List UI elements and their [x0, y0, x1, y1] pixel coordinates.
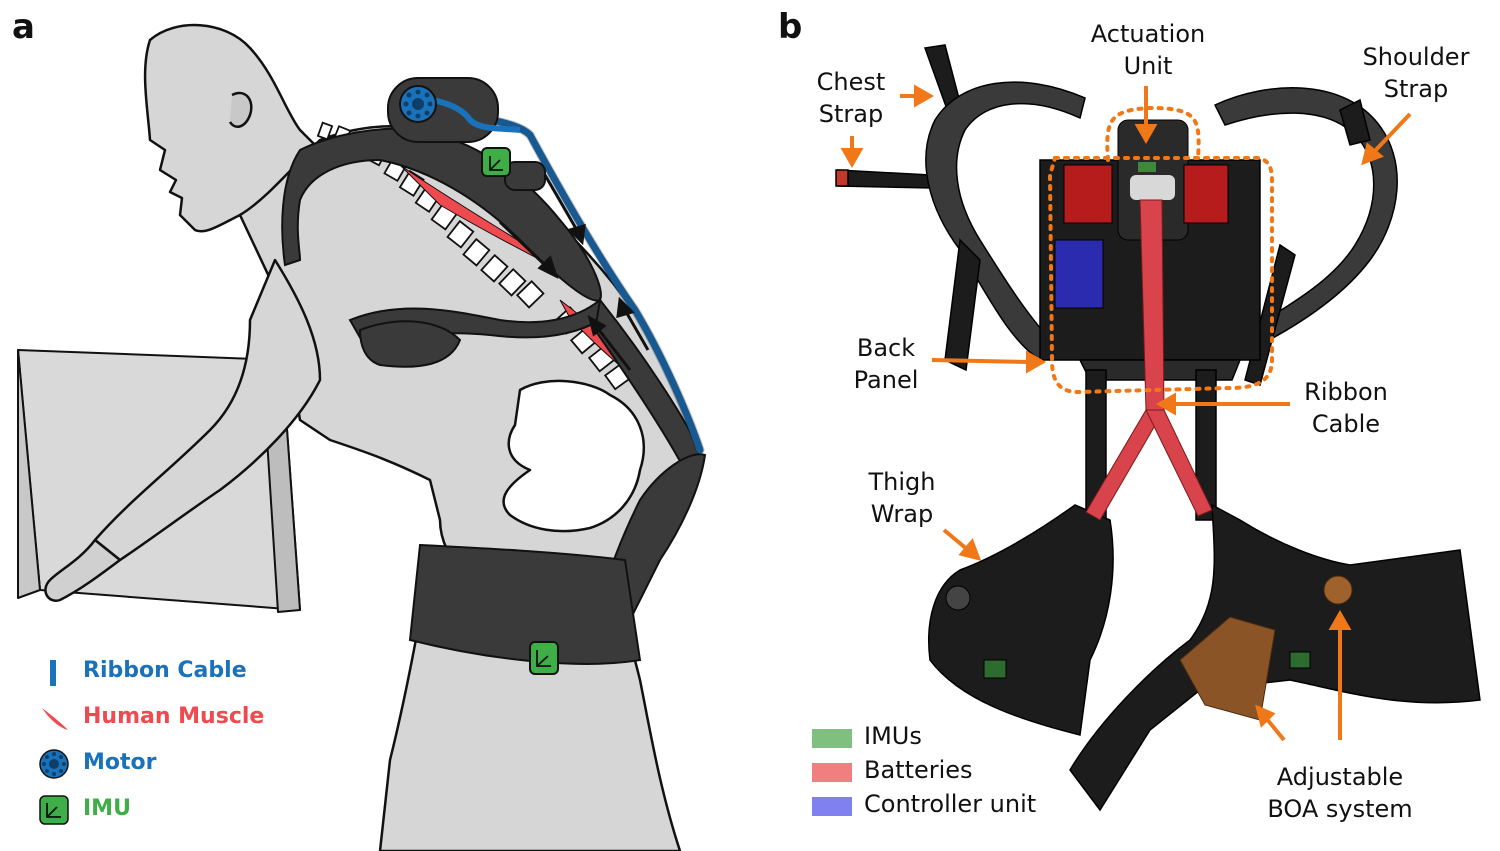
- callout-chest-strap-line2: Strap: [818, 100, 884, 128]
- human-muscle-icon: [42, 708, 68, 730]
- panel-b-letter: b: [778, 7, 803, 47]
- legend-swatch-controller-unit: [812, 797, 852, 816]
- actuation-unit-photo: [1117, 119, 1189, 241]
- callout-thigh-wrap-line1: Thigh: [868, 468, 936, 496]
- legend-label-controller-unit: Controller unit: [864, 790, 1037, 818]
- legend-label-batteries: Batteries: [864, 756, 973, 784]
- legend-item-imus: IMUs: [812, 722, 1092, 752]
- controller-unit: [1054, 239, 1104, 309]
- back-panel-outline: [1047, 156, 1274, 395]
- battery-left: [1063, 164, 1113, 224]
- panel-a-letter: a: [12, 7, 35, 47]
- actuation-unit-outline: [1105, 105, 1201, 162]
- callout-chest-strap-line1: Chest: [816, 68, 886, 96]
- legend-label-motor: Motor: [83, 750, 157, 775]
- callout-actuation-unit: Actuation Unit: [1080, 18, 1216, 82]
- legend-item-human-muscle: Human Muscle: [38, 700, 338, 740]
- harness-illustration: [281, 127, 707, 665]
- battery-right: [1183, 164, 1229, 224]
- callout-back-panel-line2: Panel: [853, 366, 919, 394]
- callout-shoulder-strap-line2: Strap: [1383, 75, 1449, 103]
- motor-illustration: [399, 85, 437, 123]
- legend-item-ribbon-cable: Ribbon Cable: [38, 654, 338, 694]
- ribbon-cable-photo: [1085, 199, 1213, 521]
- legend-item-motor: Motor: [38, 746, 338, 786]
- legend-label-human-muscle: Human Muscle: [83, 704, 265, 729]
- boa-dial: [1323, 575, 1353, 605]
- panel-a-illustration: [17, 23, 707, 851]
- imu-upper-illustration: [481, 147, 511, 177]
- callout-thigh-wrap-line2: Wrap: [870, 500, 934, 528]
- legend-swatch-batteries: [812, 763, 852, 782]
- callout-ribbon-cable-line2: Cable: [1311, 410, 1381, 438]
- force-arrows: [498, 174, 650, 371]
- motor-icon: [39, 749, 69, 779]
- callout-chest-strap: Chest Strap: [806, 66, 896, 130]
- callout-ribbon-cable-line1: Ribbon: [1304, 378, 1388, 406]
- legend-label-imu: IMU: [83, 796, 131, 821]
- callout-actuation-unit-line1: Actuation: [1090, 20, 1206, 48]
- panel-b-illustration: [835, 44, 1481, 812]
- legend-swatch-imus: [812, 729, 852, 748]
- callout-actuation-unit-line2: Unit: [1123, 52, 1173, 80]
- ribbon-cable-icon: [50, 660, 56, 686]
- callout-shoulder-strap-line1: Shoulder: [1362, 43, 1470, 71]
- boa-dial-left: [945, 585, 971, 611]
- callout-boa-system-line2: BOA system: [1267, 795, 1413, 823]
- callout-shoulder-strap: Shoulder Strap: [1352, 41, 1480, 105]
- legend-item-batteries: Batteries: [812, 756, 1092, 786]
- callout-arrows: [840, 84, 1412, 742]
- imu-icon: [39, 795, 69, 825]
- callout-back-panel: Back Panel: [846, 332, 926, 396]
- callout-ribbon-cable: Ribbon Cable: [1294, 376, 1398, 440]
- legend-label-imus: IMUs: [864, 722, 922, 750]
- boa-pad: [1179, 616, 1276, 721]
- callout-boa-system-line1: Adjustable: [1276, 763, 1404, 791]
- legend-item-controller-unit: Controller unit: [812, 790, 1092, 820]
- callout-back-panel-line1: Back: [856, 334, 916, 362]
- callout-boa-system: Adjustable BOA system: [1250, 761, 1430, 825]
- imu-thigh-illustration: [529, 641, 559, 675]
- legend-label-ribbon-cable: Ribbon Cable: [83, 658, 247, 683]
- imu-right: [1289, 651, 1311, 669]
- legend-item-imu: IMU: [38, 792, 338, 832]
- callout-thigh-wrap: Thigh Wrap: [856, 466, 948, 530]
- imu-left: [983, 659, 1007, 679]
